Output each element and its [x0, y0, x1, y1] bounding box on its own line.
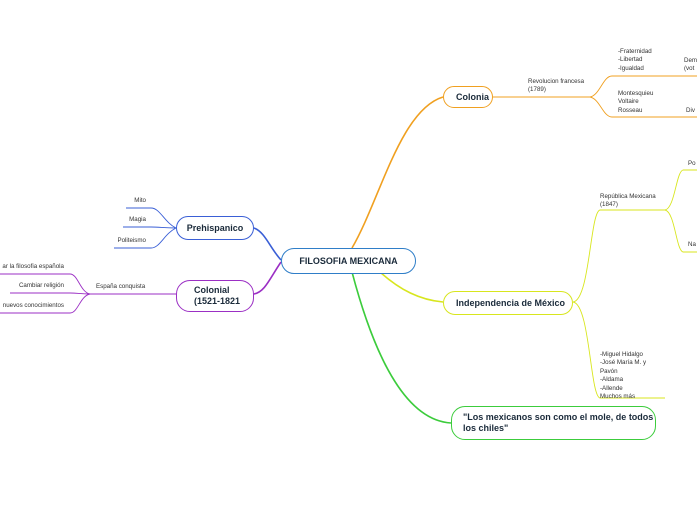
link-montesquieu: [589, 96, 660, 118]
link-center-independencia: [379, 271, 444, 303]
link-politeismo: [114, 227, 177, 249]
topic-prehispanico-label: Prehispanico: [186, 222, 244, 233]
subtopic-cut-div[interactable]: Div: [686, 107, 695, 114]
link-mito: [126, 207, 177, 229]
subtopic-cut-na[interactable]: Na: [688, 241, 696, 248]
topic-quote-label: "Los mexicanos son como el mole, de todo…: [463, 412, 654, 433]
central-topic-label: FILOSOFIA MEXICANA: [299, 255, 398, 266]
subtopic-magia[interactable]: Magia: [129, 216, 146, 223]
subtopic-mito[interactable]: Mito: [134, 197, 146, 204]
subtopic-revolucion-francesa[interactable]: Revolucion francesa (1789): [528, 78, 585, 94]
link-na: [664, 209, 697, 253]
subtopic-cut-po[interactable]: Po: [688, 160, 696, 167]
link-fraternidad: [589, 75, 660, 98]
subtopic-nuevos-conocimientos[interactable]: nuevos conocimientos: [2, 302, 64, 309]
link-conocimientos: [0, 293, 91, 314]
link-po: [664, 169, 697, 211]
topic-independencia-label: Independencia de México: [456, 297, 566, 308]
topic-colonia[interactable]: Colonia: [443, 86, 493, 108]
subtopic-cut-dem[interactable]: Dem (vot: [684, 57, 697, 73]
subtopic-filosofia-espanola[interactable]: ar la filosofia española: [2, 263, 64, 270]
subtopic-republica-mexicana[interactable]: República Mexicana (1847): [600, 193, 656, 209]
link-center-colonial: [253, 261, 282, 295]
topic-prehispanico[interactable]: Prehispanico: [176, 216, 254, 240]
link-magia: [123, 226, 177, 229]
topic-quote[interactable]: "Los mexicanos son como el mole, de todo…: [451, 406, 656, 440]
link-republica: [572, 209, 665, 303]
link-center-quote: [351, 271, 452, 424]
link-hidalgo: [572, 301, 665, 399]
topic-independencia[interactable]: Independencia de México: [443, 291, 573, 315]
link-center-colonia: [351, 96, 444, 249]
subtopic-politeismo[interactable]: Politeismo: [117, 237, 146, 244]
subtopic-cambiar-religion[interactable]: Cambiar religión: [18, 282, 64, 289]
link-filosofia: [0, 273, 91, 295]
link-religion: [10, 292, 91, 295]
link-center-prehispanico: [253, 227, 282, 261]
topic-colonia-label: Colonia: [456, 91, 489, 102]
subtopic-filosofos[interactable]: Montesquieu Voltaire Rosseau: [618, 90, 654, 114]
subtopic-personajes[interactable]: -Miguel Hidalgo -José María M. y Pavón -…: [600, 351, 647, 401]
topic-colonial-label: Colonial (1521-1821: [194, 285, 241, 306]
central-topic-node[interactable]: FILOSOFIA MEXICANA: [281, 248, 416, 274]
subtopic-espana-conquista[interactable]: España conquista: [96, 283, 146, 290]
subtopic-valores[interactable]: -Fraternidad -Libertad -Igualdad: [618, 48, 652, 72]
topic-colonial[interactable]: Colonial (1521-1821: [176, 280, 254, 312]
